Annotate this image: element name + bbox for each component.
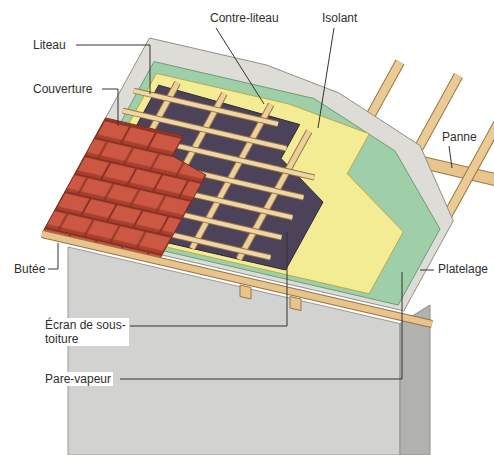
part-label: Isolant [320,11,359,25]
part-label: Pare-vapeur [43,372,113,386]
rafter-ends [240,285,301,311]
part-label: Platelage [436,262,490,276]
part-label: Panne [440,130,479,144]
part-label: Contre-liteau [208,11,281,25]
eave-stop [42,234,432,324]
part-label: Liteau [31,38,68,52]
part-label: Couverture [31,82,94,96]
part-label: Butée [12,262,47,276]
part-label: Écran de sous-toiture [43,318,129,346]
